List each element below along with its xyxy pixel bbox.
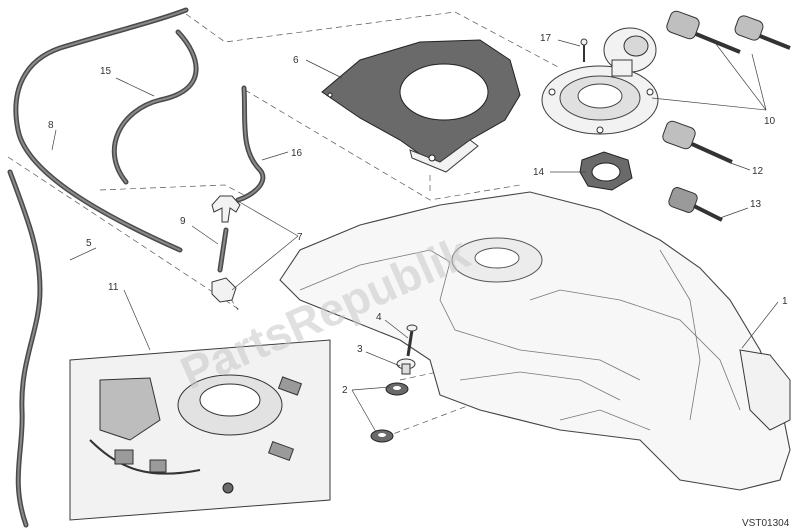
hose-9 bbox=[217, 227, 229, 273]
key-12 bbox=[662, 120, 733, 164]
fuel-pump-panel bbox=[69, 339, 331, 521]
y-connector bbox=[211, 195, 241, 223]
key-10a bbox=[666, 10, 741, 54]
callout-8: 8 bbox=[48, 120, 54, 131]
callout-16: 16 bbox=[291, 148, 303, 159]
hose-8 bbox=[13, 7, 189, 253]
heat-shield-plate bbox=[321, 39, 521, 173]
hose-15 bbox=[111, 29, 199, 185]
callout-11: 11 bbox=[108, 282, 119, 293]
callout-15: 15 bbox=[100, 66, 112, 77]
screw-17 bbox=[580, 38, 588, 62]
callout-4: 4 bbox=[376, 312, 382, 323]
callout-12: 12 bbox=[752, 166, 764, 177]
callout-7: 7 bbox=[297, 232, 303, 243]
callout-14: 14 bbox=[533, 167, 545, 178]
fitting-7 bbox=[211, 277, 237, 303]
key-13 bbox=[668, 187, 723, 222]
fuel-tank bbox=[279, 191, 791, 491]
diagram-code: VST01304 bbox=[742, 518, 790, 529]
callout-9: 9 bbox=[180, 216, 186, 227]
spacer-3 bbox=[396, 358, 416, 375]
callout-6: 6 bbox=[293, 55, 299, 66]
callout-13: 13 bbox=[750, 199, 762, 210]
callout-3: 3 bbox=[357, 344, 363, 355]
hose-16 bbox=[235, 85, 266, 203]
leader-lines bbox=[51, 39, 779, 433]
bolt-4 bbox=[406, 324, 418, 357]
callout-2: 2 bbox=[342, 385, 348, 396]
callout-10: 10 bbox=[764, 116, 776, 127]
grommet-2a bbox=[385, 382, 409, 396]
grommet-2b bbox=[370, 429, 394, 443]
key-10b bbox=[734, 15, 791, 50]
callout-5: 5 bbox=[86, 238, 92, 249]
callout-17: 17 bbox=[540, 33, 552, 44]
callouts: 1 2 3 4 5 6 7 8 9 10 11 12 13 14 15 16 1… bbox=[48, 33, 788, 396]
filler-flange bbox=[541, 65, 659, 135]
callout-1: 1 bbox=[782, 296, 788, 307]
hose-5 bbox=[7, 169, 43, 528]
lock-cylinder bbox=[603, 27, 657, 77]
gasket-ring-14 bbox=[579, 151, 633, 191]
